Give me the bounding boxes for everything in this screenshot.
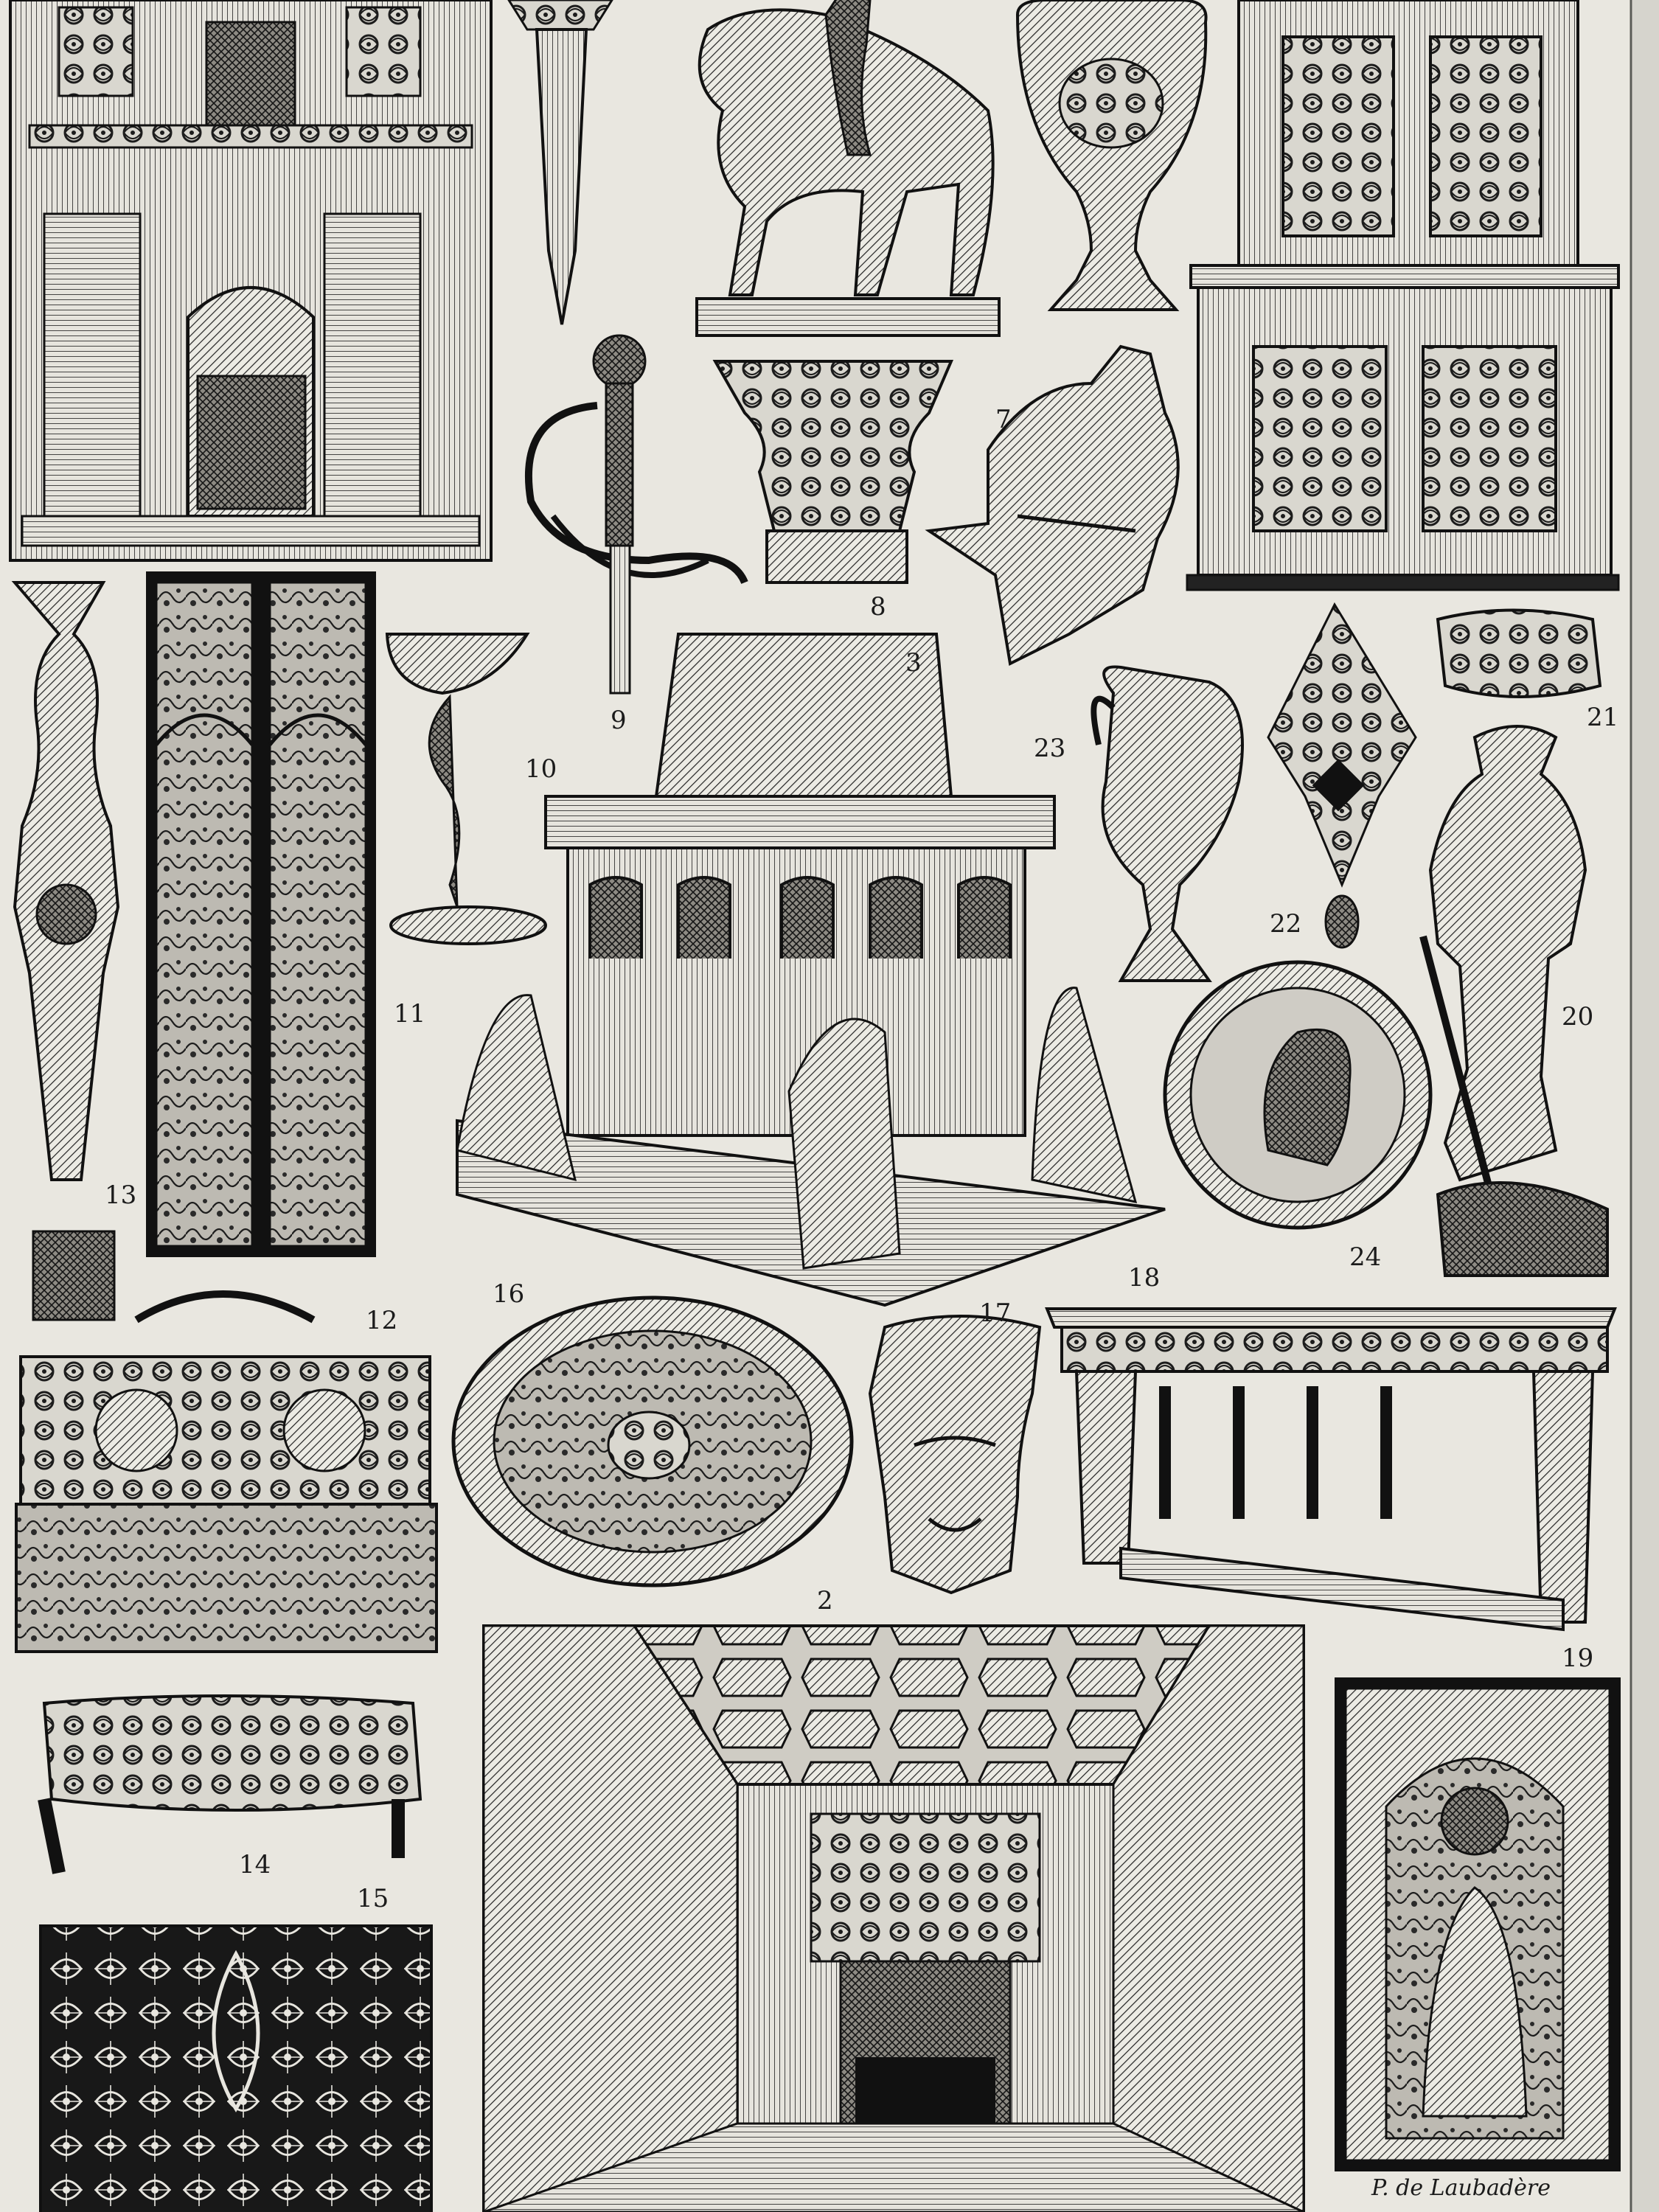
figure-number-11: 11 [394,999,426,1029]
equestrian-statue-illustration [695,0,1001,337]
figure-number-2: 2 [817,1586,833,1615]
figure-number-18: 18 [1128,1263,1161,1293]
figure-number-16: 16 [493,1279,525,1309]
figure-number-23: 23 [1034,734,1066,763]
figure-number-7: 7 [995,405,1012,434]
dagger-illustration [507,0,613,325]
mascaron-illustration [868,1315,1042,1595]
figure-number-14: 14 [239,1850,271,1879]
ewer-illustration [1091,665,1244,982]
figure-number-24: 24 [1349,1242,1382,1272]
ornamental-panel-illustration [39,1924,433,2212]
casket-illustration [15,1290,438,1653]
table-illustration [1045,1307,1617,1632]
relief-illustration [1335,1677,1621,2171]
capital-illustration [712,360,954,584]
figure-number-15: 15 [357,1884,389,1913]
medal-illustration [1163,960,1433,1230]
figure-number-13: 13 [105,1180,137,1210]
figure-number-19: 19 [1562,1644,1594,1673]
platter-illustration [451,1295,854,1587]
figure-number-22: 22 [1270,909,1302,939]
figure-number-9: 9 [611,706,627,735]
figure-number-17: 17 [979,1298,1012,1328]
david-statue-illustration [1419,725,1609,1277]
pilaster-illustration [11,581,120,1321]
vase-illustration [1015,0,1208,311]
pendant-illustration [1267,602,1417,949]
figure-number-3: 3 [905,648,922,678]
interior-hall-illustration [482,1624,1305,2212]
goblet-illustration [385,633,547,945]
helmet-illustration [925,344,1180,666]
bracelet-illustration [1436,608,1602,698]
cabinet-illustration [1186,0,1620,591]
stained-glass-window-illustration [146,571,376,1257]
figure-number-12: 12 [366,1306,398,1335]
figure-number-21: 21 [1587,703,1619,732]
chest-illustration [38,1694,422,1874]
artist-signature: P. de Laubadère [1371,2175,1551,2201]
rapier-illustration [524,334,748,695]
facade-illustration [9,0,493,562]
tomb-monument-illustration [456,633,1166,1307]
figure-number-10: 10 [525,754,557,784]
figure-number-8: 8 [870,592,886,622]
figure-number-20: 20 [1562,1002,1594,1032]
